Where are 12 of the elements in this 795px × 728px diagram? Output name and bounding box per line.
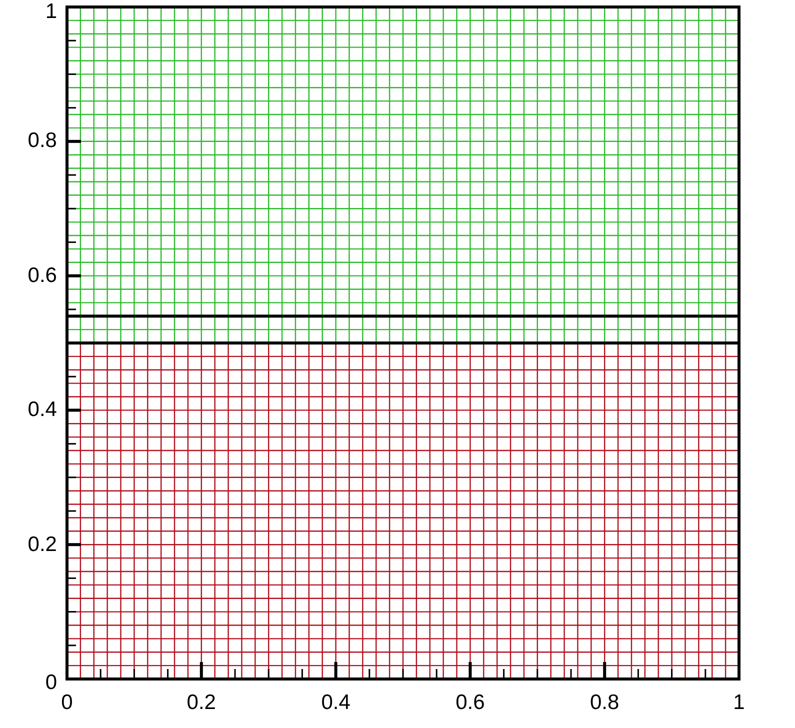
tick-label: 0.6 (456, 692, 485, 713)
tick-label: 1 (733, 692, 745, 713)
tick-label: 1 (45, 1, 57, 22)
tick-label: 0 (45, 672, 57, 693)
tick-label: 0.8 (28, 130, 57, 152)
tick-label: 0.2 (28, 534, 57, 555)
tick-label: 0.2 (186, 692, 216, 713)
tick-label: 0.4 (28, 399, 57, 420)
tick-label: 0.4 (321, 692, 350, 713)
tick-label: 0.6 (28, 264, 57, 286)
tick-label: 0 (61, 692, 73, 713)
tick-label: 0.8 (590, 692, 620, 713)
